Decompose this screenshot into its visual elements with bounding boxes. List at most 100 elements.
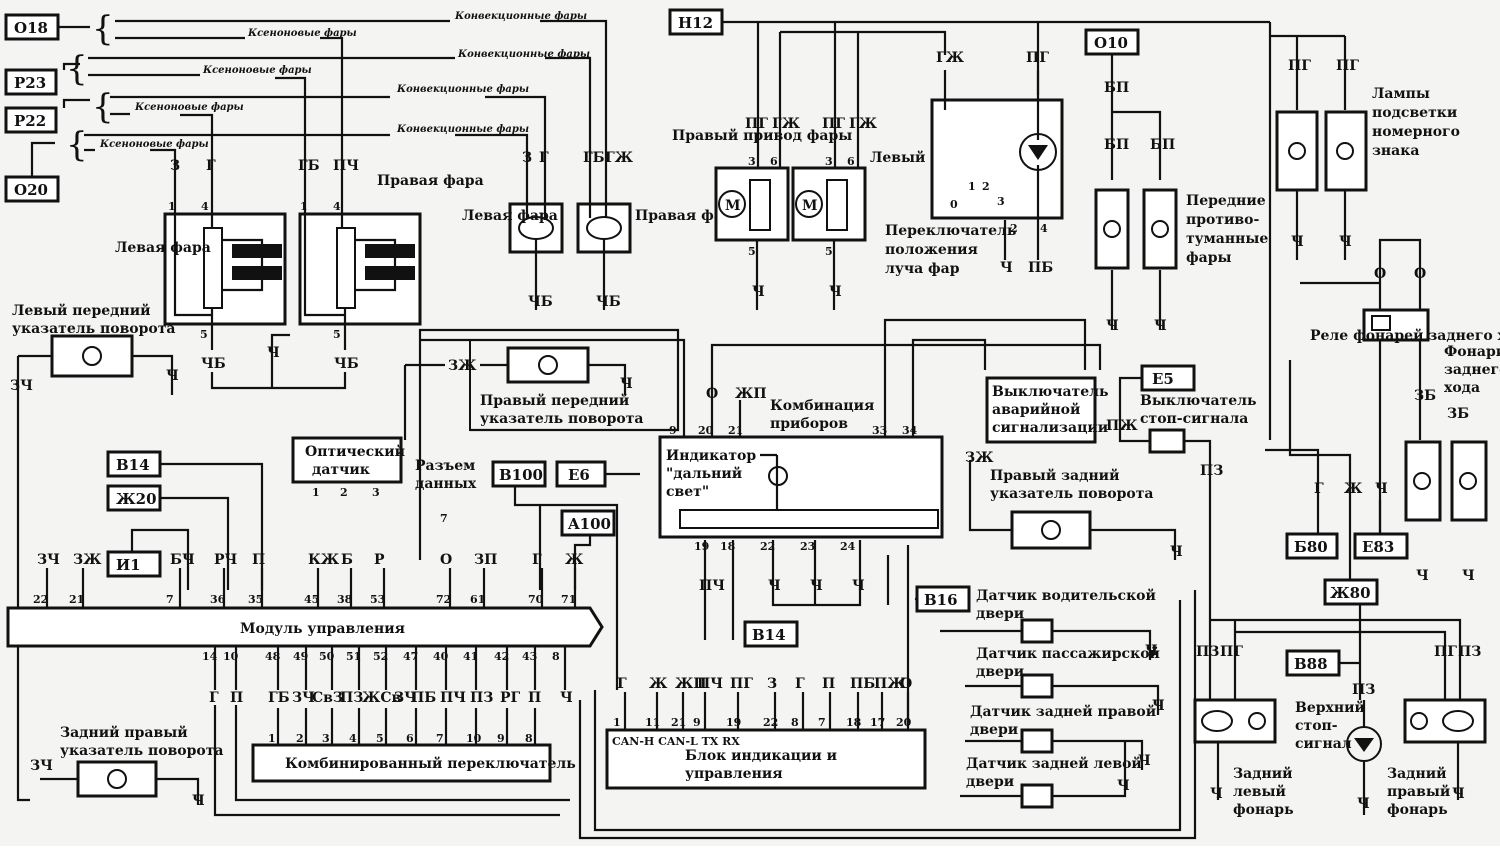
svg-text:CAN-H CAN-L TX RX: CAN-H CAN-L TX RX [612, 735, 740, 748]
svg-text:20: 20 [698, 424, 714, 437]
svg-text:Реле фонарей заднего хода: Реле фонарей заднего хода [1310, 327, 1500, 344]
svg-text:1: 1 [300, 200, 308, 213]
svg-text:Датчик водительской: Датчик водительской [976, 587, 1156, 604]
svg-text:ЖП: ЖП [735, 386, 767, 402]
pin-number: 9 [497, 732, 505, 745]
svg-text:O20: O20 [14, 181, 48, 199]
svg-text:ЗЧ: ЗЧ [30, 758, 53, 774]
svg-text:E83: E83 [1362, 538, 1394, 556]
svg-text:Б80: Б80 [1294, 538, 1328, 556]
wire-color-label: ПБ [411, 690, 436, 706]
reverse-lamp-relay [1362, 308, 1430, 342]
pin-number: 53 [370, 593, 385, 606]
svg-text:БП: БП [1104, 137, 1129, 153]
connector-E6: E6 [555, 460, 607, 488]
wire-color-label: ПЗ [340, 690, 363, 706]
wire-color-label: Г [209, 690, 219, 706]
pin-number: 9 [693, 716, 701, 729]
svg-text:ПГ: ПГ [1220, 644, 1243, 660]
pin-number: 52 [373, 650, 388, 663]
svg-text:Ч: Ч [620, 376, 633, 392]
svg-text:ЧБ: ЧБ [596, 294, 621, 310]
right-front-turn-indicator [403, 328, 680, 560]
svg-text:33: 33 [872, 424, 887, 437]
svg-text:Конвекционные фары: Конвекционные фары [454, 11, 587, 22]
svg-text:Ч: Ч [1357, 796, 1370, 812]
svg-text:ПГ: ПГ [1434, 644, 1457, 660]
label-left-headlamp-xenon: Левая фара [115, 240, 211, 256]
reverse-lamps [1404, 440, 1488, 522]
svg-text:4: 4 [201, 200, 209, 213]
svg-text:Правый привод фары: Правый привод фары [672, 127, 852, 144]
pin-number: 42 [494, 650, 509, 663]
pin-number: 11 [645, 716, 660, 729]
svg-text:Ч: Ч [1145, 643, 1158, 659]
wire-color-label: ПЧ [697, 676, 723, 692]
svg-text:стоп-: стоп- [1295, 718, 1338, 734]
svg-text:ЧБ: ЧБ [334, 356, 359, 372]
svg-text:M: M [802, 198, 818, 214]
rear-right-lamp [1403, 698, 1487, 800]
svg-text:двери: двери [976, 606, 1024, 622]
wire-color-label: ГБ [268, 690, 290, 706]
svg-text:ЧБ: ЧБ [528, 294, 553, 310]
svg-text:фонарь: фонарь [1387, 802, 1448, 818]
svg-text:сигнализации: сигнализации [992, 420, 1108, 436]
wire-color-label: Г [795, 676, 805, 692]
svg-text:Ксеноновые фары: Ксеноновые фары [247, 28, 357, 39]
svg-text:ПГ: ПГ [745, 116, 768, 132]
svg-text:Верхний: Верхний [1295, 699, 1365, 716]
connector-E5: E5 [1140, 364, 1196, 392]
license-plate-lamps [1275, 110, 1368, 192]
wire-color-label: ПГ [730, 676, 753, 692]
svg-text:E6: E6 [568, 466, 590, 484]
svg-text:1: 1 [168, 200, 176, 213]
wire-color-label: П [230, 690, 243, 706]
wire-color-label: РЧ [214, 552, 238, 568]
wire-color-label: ЗП [474, 552, 497, 568]
svg-text:БП: БП [1150, 137, 1175, 153]
svg-text:сигнал: сигнал [1295, 736, 1352, 752]
svg-text:ЗБ: ЗБ [1414, 388, 1436, 404]
connector-O10: O10 [1084, 28, 1140, 56]
svg-text:Ксеноновые фары: Ксеноновые фары [99, 139, 209, 150]
pin-number: 18 [846, 716, 862, 729]
svg-text:номерного: номерного [1372, 124, 1460, 140]
svg-text:туманные: туманные [1186, 231, 1268, 247]
svg-text:Ч: Ч [810, 578, 823, 594]
wire-color-label: П [528, 690, 541, 706]
pin-number: 51 [346, 650, 361, 663]
pin-number: 1 [268, 732, 276, 745]
svg-text:З: З [170, 158, 180, 174]
svg-text:Левый передний: Левый передний [12, 302, 151, 319]
svg-text:3: 3 [997, 195, 1005, 208]
svg-text:1: 1 [312, 486, 320, 499]
svg-text:7: 7 [440, 512, 448, 525]
wire-color-label: П [252, 552, 265, 568]
svg-text:луча фар: луча фар [885, 261, 960, 277]
svg-text:Передние: Передние [1186, 193, 1266, 209]
svg-text:ПЧ: ПЧ [699, 578, 725, 594]
svg-text:Комбинация: Комбинация [770, 398, 874, 414]
svg-text:0: 0 [950, 198, 958, 211]
wire-color-label: Г [617, 676, 627, 692]
svg-text:Разъем: Разъем [415, 458, 475, 474]
hazard-switch [985, 376, 1097, 444]
svg-text:ПЗ: ПЗ [1200, 463, 1223, 479]
svg-text:ПБ: ПБ [1028, 260, 1053, 276]
svg-text:приборов: приборов [770, 416, 848, 432]
svg-text:Правый передний: Правый передний [480, 392, 629, 409]
control-module: Модуль управления [6, 606, 604, 648]
svg-text:Ч: Ч [1000, 260, 1013, 276]
pin-number: 41 [463, 650, 478, 663]
svg-text:Ч: Ч [267, 345, 280, 361]
svg-text:указатель поворота: указатель поворота [480, 411, 644, 427]
svg-text:данных: данных [415, 476, 477, 492]
svg-text:Конвекционные фары: Конвекционные фары [396, 84, 529, 95]
svg-text:Ж20: Ж20 [116, 490, 157, 508]
svg-text:3: 3 [748, 155, 756, 168]
svg-text:Конвекционные фары: Конвекционные фары [396, 124, 529, 135]
svg-text:5: 5 [333, 328, 341, 341]
